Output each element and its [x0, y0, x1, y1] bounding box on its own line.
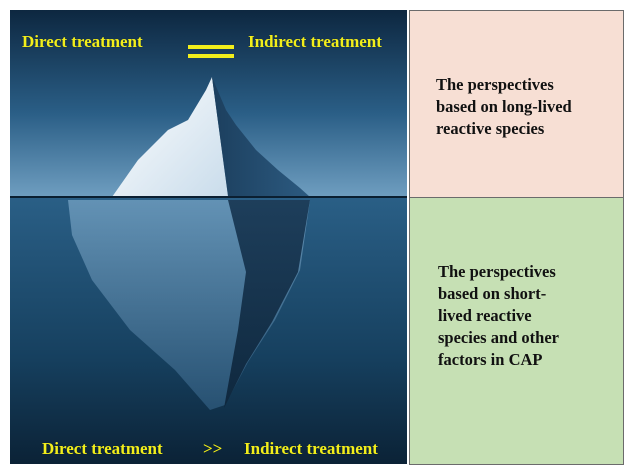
iceberg-illustration [10, 10, 407, 464]
iceberg-image: Direct treatment Indirect treatment Dire… [10, 10, 407, 464]
top-caption-direct: Direct treatment [22, 32, 143, 52]
long-lived-species-box: The perspectives based on long-lived rea… [409, 10, 624, 198]
bottom-caption-direct: Direct treatment [42, 439, 163, 459]
much-greater-than-sign: >> [203, 439, 222, 459]
top-caption-indirect: Indirect treatment [248, 32, 382, 52]
long-lived-species-text: The perspectives based on long-lived rea… [436, 74, 616, 140]
short-lived-species-text: The perspectives based on short- lived r… [438, 261, 618, 371]
bottom-caption-indirect: Indirect treatment [244, 439, 378, 459]
short-lived-species-box: The perspectives based on short- lived r… [409, 197, 624, 465]
equals-icon [188, 44, 234, 60]
